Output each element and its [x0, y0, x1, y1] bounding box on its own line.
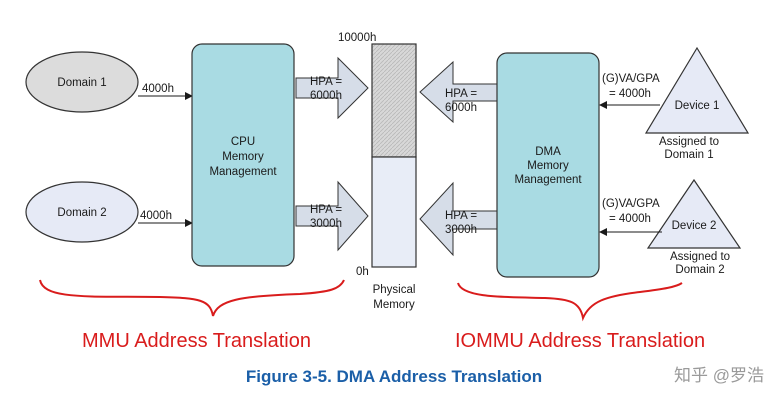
cpu-arrow-bottom-line2: 3000h	[310, 218, 342, 230]
iommu-annotation: IOMMU Address Translation	[455, 330, 705, 352]
domain-1-label: Domain 1	[57, 77, 106, 89]
domain-2: Domain 2	[25, 181, 139, 243]
cpu-box-line1: CPU	[231, 136, 255, 148]
watermark: 知乎 @罗浩	[674, 366, 764, 385]
memory-label-line2: Memory	[373, 299, 415, 311]
device-2-address-line1: (G)VA/GPA	[602, 198, 660, 210]
device-1-assigned-line1: Assigned to	[659, 136, 719, 148]
domain-2-offset: 4000h	[140, 210, 172, 222]
dma-arrow-top-line2: 6000h	[445, 102, 477, 114]
cpu-arrow-top-shape	[295, 56, 369, 120]
domain-1-link: 4000h	[138, 83, 193, 100]
device-1-address-line2: = 4000h	[609, 88, 651, 100]
memory-top-address: 10000h	[338, 32, 376, 44]
device-2-link: (G)VA/GPA = 4000h	[599, 198, 662, 236]
cpu-arrow-bottom-shape	[295, 180, 369, 252]
device-1: Device 1 Assigned to Domain 1	[644, 46, 750, 161]
dma-arrow-bottom: HPA = 3000h	[419, 181, 498, 257]
domain-2-ellipse	[25, 181, 139, 243]
cpu-box-line2: Memory	[222, 151, 264, 163]
cpu-arrow-bottom-line1: HPA =	[310, 204, 342, 216]
cpu-arrow-top-line2: 6000h	[310, 90, 342, 102]
dma-box-line1: DMA	[535, 146, 561, 158]
device-1-triangle	[644, 46, 750, 134]
cpu-memory-management: CPU Memory Management	[191, 43, 295, 267]
dma-arrow-bottom-line2: 3000h	[445, 224, 477, 236]
dma-arrow-top: HPA = 6000h	[419, 60, 498, 124]
mmu-brace	[39, 279, 345, 317]
domain-1-ellipse	[25, 51, 139, 113]
dma-arrow-top-shape	[419, 60, 498, 124]
domain-2-link: 4000h	[138, 210, 193, 227]
cpu-arrow-top: HPA = 6000h	[295, 56, 369, 120]
physical-memory: 10000h 0h Physical Memory	[338, 32, 417, 311]
dma-box-line3: Management	[514, 174, 582, 186]
device-1-link: (G)VA/GPA = 4000h	[599, 73, 660, 109]
dma-box-line2: Memory	[527, 160, 569, 172]
dma-arrow-top-line1: HPA =	[445, 88, 477, 100]
mmu-annotation: MMU Address Translation	[82, 330, 311, 352]
figure-caption: Figure 3-5. DMA Address Translation	[246, 367, 542, 386]
dma-arrow-bottom-line1: HPA =	[445, 210, 477, 222]
dma-arrow-bottom-shape	[419, 181, 498, 257]
memory-label-line1: Physical	[373, 284, 416, 296]
device-1-label: Device 1	[675, 100, 720, 112]
device-2-label: Device 2	[672, 220, 717, 232]
domain-1-offset: 4000h	[142, 83, 174, 95]
device-2-assigned-line2: Domain 2	[675, 264, 724, 276]
cpu-arrow-top-line1: HPA =	[310, 76, 342, 88]
cpu-box-line3: Management	[209, 166, 277, 178]
device-1-address-line1: (G)VA/GPA	[602, 73, 660, 85]
device-2-assigned-line1: Assigned to	[670, 251, 730, 263]
dma-box	[496, 52, 600, 278]
domain-2-label: Domain 2	[57, 207, 106, 219]
domain-1: Domain 1	[25, 51, 139, 113]
device-2-triangle	[646, 178, 742, 249]
device-2: Device 2 Assigned to Domain 2	[646, 178, 742, 276]
memory-lower-region	[371, 156, 417, 268]
dma-memory-management: DMA Memory Management	[496, 52, 600, 278]
cpu-box	[191, 43, 295, 267]
device-2-address-line2: = 4000h	[609, 213, 651, 225]
memory-bottom-address: 0h	[356, 266, 369, 278]
memory-upper-region	[371, 43, 417, 158]
cpu-arrow-bottom: HPA = 3000h	[295, 180, 369, 252]
device-1-assigned-line2: Domain 1	[664, 149, 713, 161]
iommu-brace	[457, 282, 683, 322]
